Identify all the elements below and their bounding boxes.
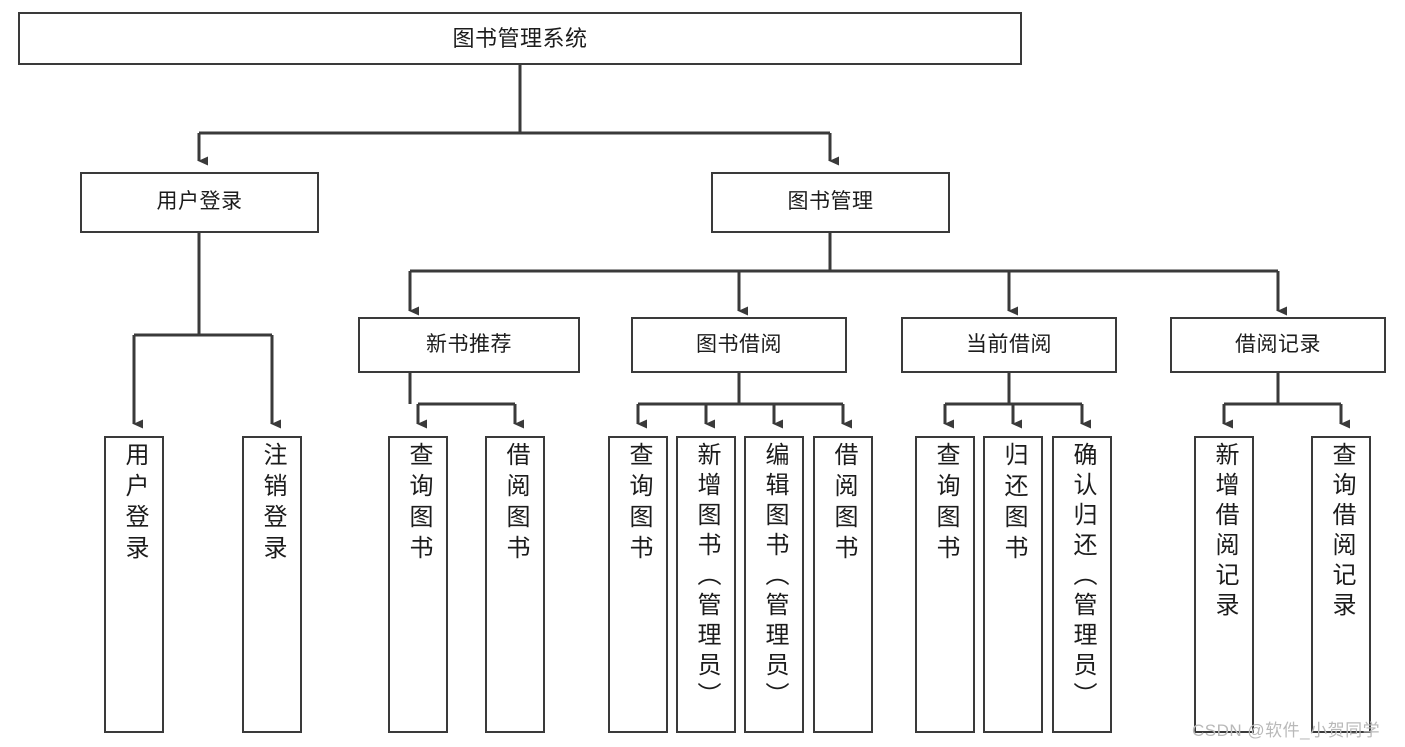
leaf-query-borrow-record[interactable]: 查询借阅记录 xyxy=(1311,436,1371,733)
leaf-query-books-current[interactable]: 查询图书 xyxy=(915,436,975,733)
node-label: 新增图书（管理员） xyxy=(693,442,720,712)
node-label: 确认归还（管理员） xyxy=(1069,442,1096,712)
node-current-borrow[interactable]: 当前借阅 xyxy=(901,317,1117,373)
node-label: 图书管理系统 xyxy=(452,25,588,51)
node-label: 用户登录 xyxy=(121,442,148,566)
node-label: 新增借阅记录 xyxy=(1211,442,1238,622)
leaf-user-login[interactable]: 用户登录 xyxy=(104,436,164,733)
node-book-borrow[interactable]: 图书借阅 xyxy=(631,317,847,373)
node-label: 编辑图书（管理员） xyxy=(761,442,788,712)
leaf-query-books-borrow[interactable]: 查询图书 xyxy=(608,436,668,733)
node-label: 注销登录 xyxy=(259,442,286,566)
node-label: 查询图书 xyxy=(932,442,959,566)
node-label: 查询借阅记录 xyxy=(1328,442,1355,622)
node-root-system[interactable]: 图书管理系统 xyxy=(18,12,1022,65)
node-label: 查询图书 xyxy=(625,442,652,566)
leaf-logout[interactable]: 注销登录 xyxy=(242,436,302,733)
node-new-book-recommend[interactable]: 新书推荐 xyxy=(358,317,580,373)
leaf-borrow-books-recommend[interactable]: 借阅图书 xyxy=(485,436,545,733)
node-borrow-records[interactable]: 借阅记录 xyxy=(1170,317,1386,373)
node-label: 借阅图书 xyxy=(830,442,857,566)
node-label: 图书管理 xyxy=(787,190,874,214)
node-label: 用户登录 xyxy=(156,190,243,214)
node-user-login[interactable]: 用户登录 xyxy=(80,172,319,233)
node-label: 借阅记录 xyxy=(1235,332,1321,356)
node-label: 借阅图书 xyxy=(502,442,529,566)
node-label: 图书借阅 xyxy=(696,332,782,356)
leaf-add-borrow-record[interactable]: 新增借阅记录 xyxy=(1194,436,1254,733)
node-label: 归还图书 xyxy=(1000,442,1027,566)
leaf-confirm-return-admin[interactable]: 确认归还（管理员） xyxy=(1052,436,1112,733)
node-book-management[interactable]: 图书管理 xyxy=(711,172,950,233)
node-label: 查询图书 xyxy=(405,442,432,566)
leaf-return-books[interactable]: 归还图书 xyxy=(983,436,1043,733)
leaf-edit-book-admin[interactable]: 编辑图书（管理员） xyxy=(744,436,804,733)
node-label: 当前借阅 xyxy=(966,332,1052,356)
leaf-borrow-books-borrow[interactable]: 借阅图书 xyxy=(813,436,873,733)
leaf-add-book-admin[interactable]: 新增图书（管理员） xyxy=(676,436,736,733)
node-label: 新书推荐 xyxy=(426,332,512,356)
leaf-query-books-recommend[interactable]: 查询图书 xyxy=(388,436,448,733)
